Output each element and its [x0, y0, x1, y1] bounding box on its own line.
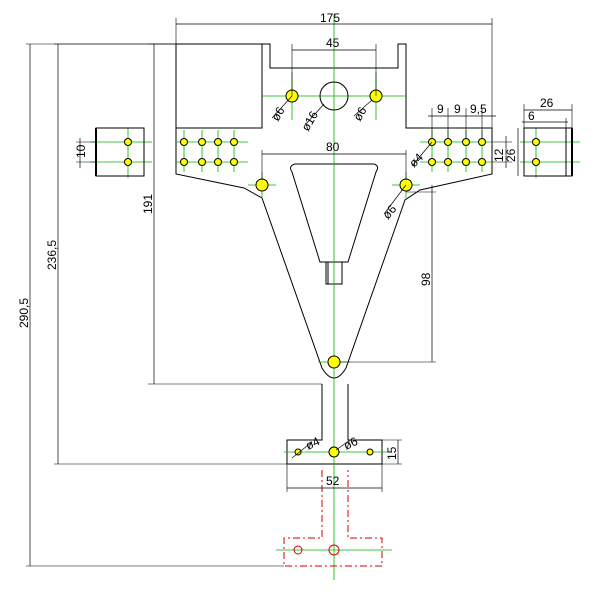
right-side-view	[523, 127, 573, 177]
triangle-window	[290, 163, 379, 263]
bolt-hole	[198, 158, 206, 166]
bolt-hole	[180, 138, 188, 146]
dim-6-label: 6	[528, 109, 535, 123]
bolt-hole	[428, 158, 436, 166]
dim-15-label: 15	[385, 446, 399, 460]
bolt-hole	[214, 158, 222, 166]
dia-label-right: ø6	[350, 104, 369, 123]
leader-d6-left	[271, 95, 293, 119]
bolt-hole	[462, 138, 470, 146]
leader-d6-arm	[383, 184, 407, 215]
left-bolt-holes	[180, 138, 238, 166]
dim-12-label: 12	[492, 148, 506, 162]
bolt-hole	[230, 158, 238, 166]
top-left-tab	[175, 43, 263, 129]
bolt-hole	[462, 158, 470, 166]
bolt-hole	[214, 138, 222, 146]
center-bore	[319, 81, 349, 111]
right-view-hole-2	[532, 158, 540, 166]
dim-175-label: 175	[320, 11, 340, 25]
leader-d4	[411, 141, 433, 167]
dia-label-left: ø6	[268, 104, 287, 123]
pitch-a-label: 9	[437, 102, 444, 116]
dim-26-top-label: 26	[540, 96, 554, 110]
dim-26-side-label: 26	[504, 148, 518, 162]
foot-left-hole	[294, 448, 302, 456]
bolt-hole	[230, 138, 238, 146]
right-view-hole-1	[532, 138, 540, 146]
foot-right-hole	[366, 448, 374, 456]
bolt-hole	[198, 138, 206, 146]
dim-290-label: 290,5	[17, 298, 31, 328]
bolt-hole	[478, 138, 486, 146]
slot	[325, 261, 343, 285]
stem-outline	[286, 384, 383, 465]
bolt-hole	[180, 158, 188, 166]
leader-d16	[305, 103, 325, 125]
bolt-hole	[478, 158, 486, 166]
dia-small-bolt-label: ø4	[406, 150, 426, 170]
dim-80-label: 80	[326, 140, 340, 154]
dim-236-label: 236,5	[45, 240, 59, 270]
dim-98-label: 98	[419, 272, 433, 286]
foot-small-hole-label: ø4	[303, 434, 322, 453]
dim-52-label: 52	[326, 474, 340, 488]
dia-label-center: ø16	[298, 108, 321, 133]
left-view-hole-2	[124, 158, 132, 166]
left-arm-hole	[255, 178, 269, 192]
lower-hole	[327, 355, 341, 369]
pitch-b-label: 9	[454, 102, 461, 116]
leader-d6-right	[353, 99, 373, 117]
leader-foot-d6	[335, 439, 351, 451]
phantom-part	[283, 470, 383, 567]
phantom-left-hole	[293, 545, 303, 555]
dim-45-label: 45	[326, 36, 340, 50]
bolt-hole	[444, 158, 452, 166]
left-view-hole-1	[124, 138, 132, 146]
dim-10-label: 10	[74, 144, 88, 158]
right-bolt-holes	[428, 138, 486, 166]
dia-arm-label: ø6	[380, 202, 400, 222]
bolt-hole	[444, 138, 452, 146]
leader-foot-d4	[291, 441, 313, 459]
left-side-view	[95, 127, 145, 177]
foot-center-hole-label: ø6	[341, 434, 360, 453]
dim-191-label: 191	[141, 194, 155, 214]
phantom-center-hole	[328, 544, 340, 556]
pitch-c-label: 9,5	[470, 102, 487, 116]
